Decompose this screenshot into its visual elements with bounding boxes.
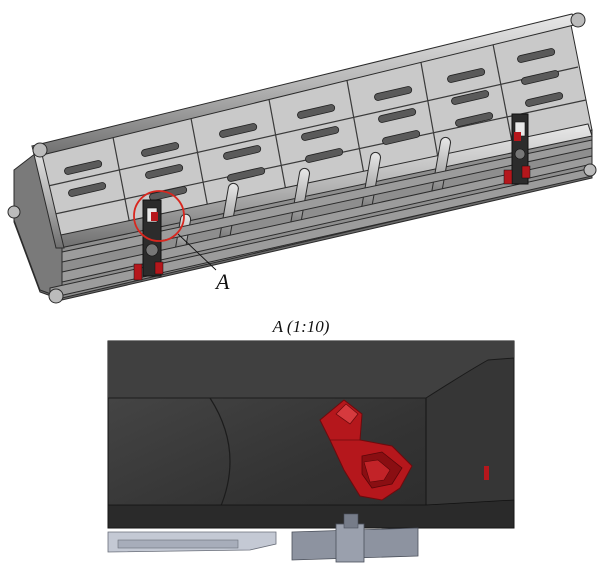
detail-base xyxy=(107,499,515,529)
lower-tubes xyxy=(49,139,593,299)
detail-title: A (1:10) xyxy=(272,317,330,336)
top-slots xyxy=(64,48,564,201)
detail-view xyxy=(107,340,515,563)
detail-circle-icon xyxy=(133,190,185,242)
corner-feet xyxy=(7,12,597,304)
callout-leader xyxy=(177,233,217,271)
red-accent xyxy=(484,466,489,480)
left-bracket xyxy=(107,531,277,553)
cage-assembly: A xyxy=(7,12,597,304)
detail-housing xyxy=(425,357,515,529)
right-clamp xyxy=(503,113,531,185)
center-bracket xyxy=(291,513,419,563)
left-clamp xyxy=(133,199,164,281)
detail-upper-band xyxy=(108,341,514,398)
callout-label: A xyxy=(214,269,230,294)
red-clip xyxy=(319,399,413,501)
